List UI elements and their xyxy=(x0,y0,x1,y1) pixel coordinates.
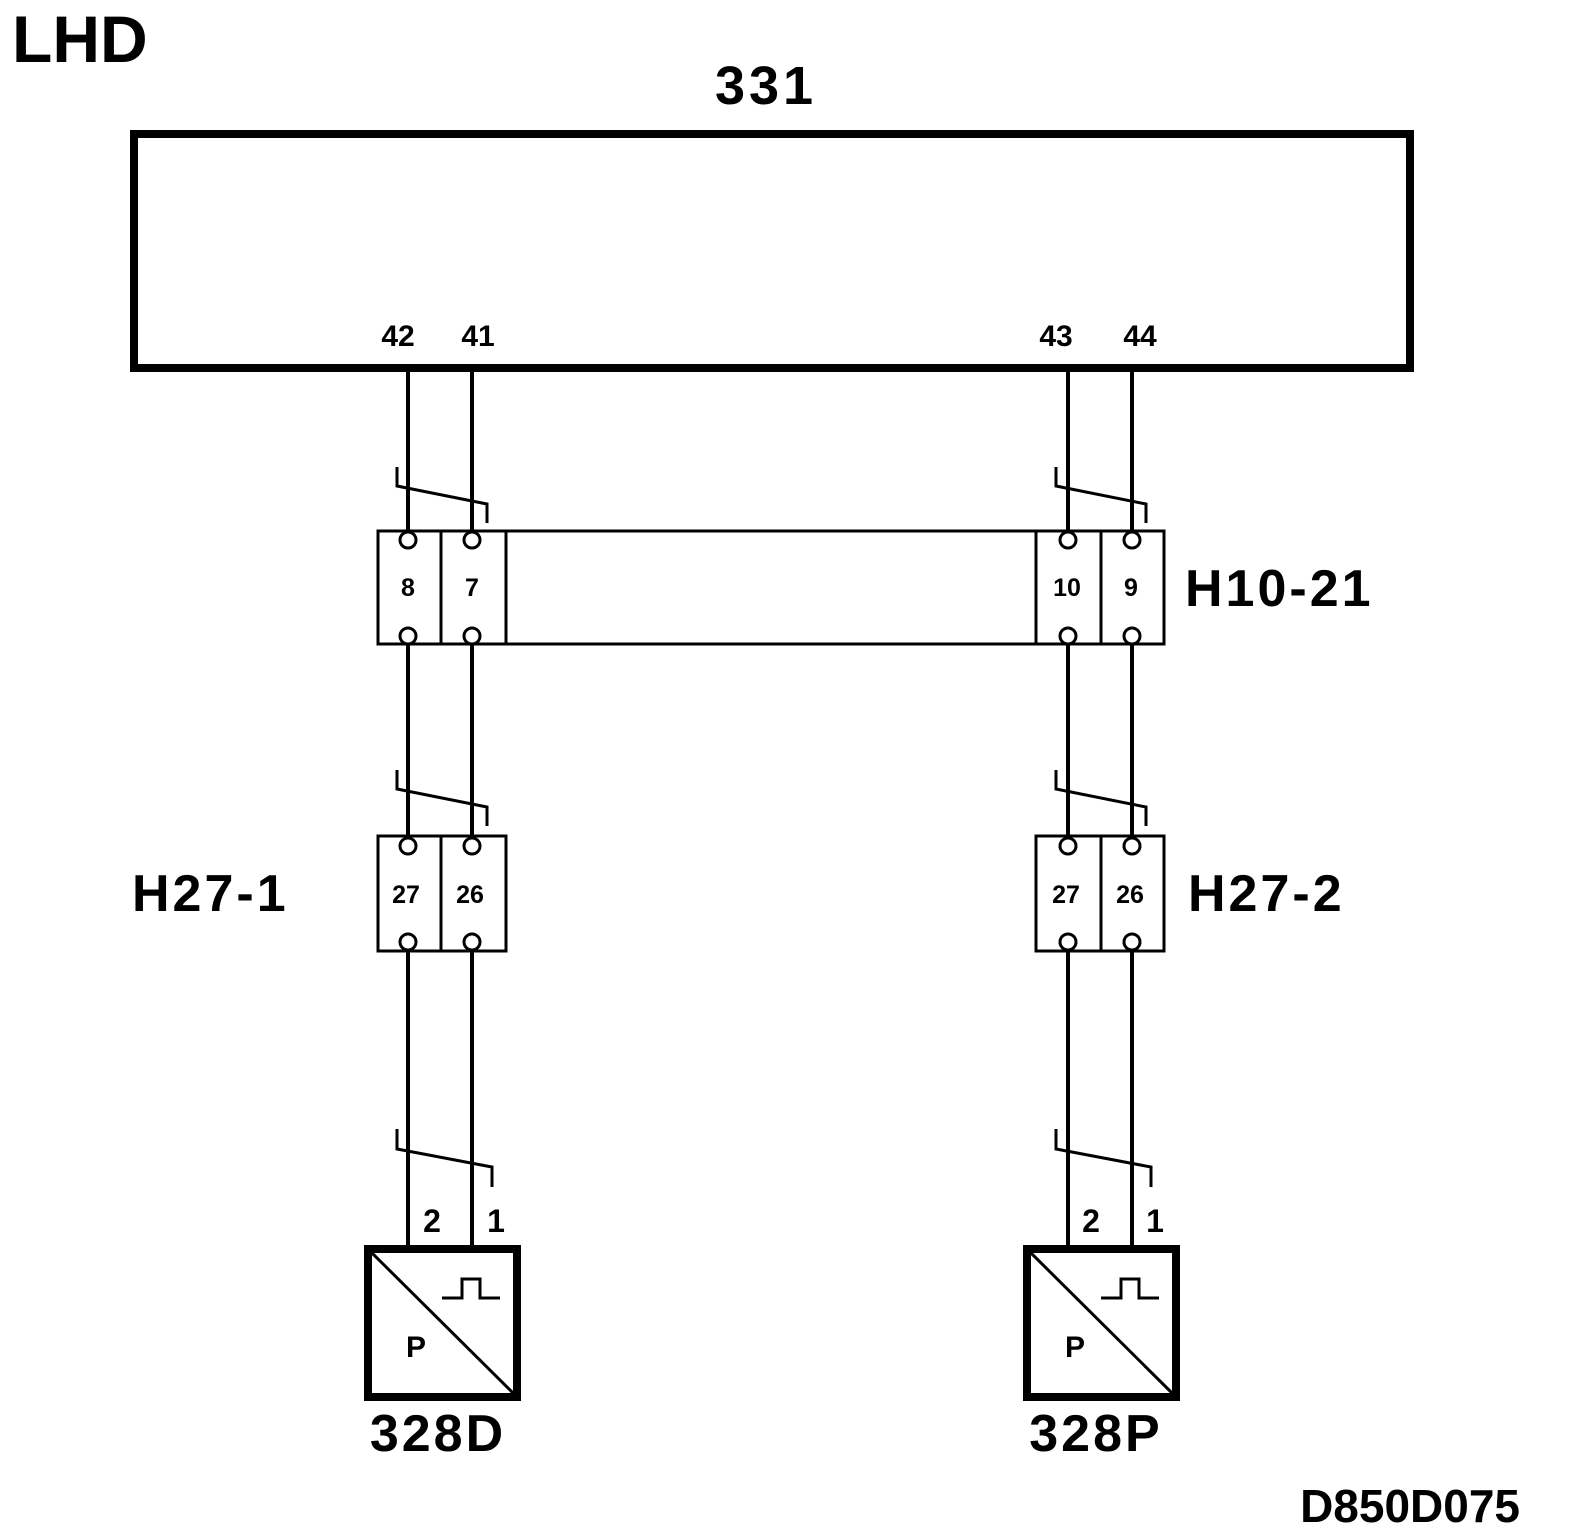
328d-symbol-letter: P xyxy=(406,1331,426,1364)
twisted-pair-marker-right-1 xyxy=(1054,467,1148,523)
pulse-signal-icon xyxy=(442,1277,500,1300)
left-wire-pair xyxy=(406,370,474,1247)
328p-symbol-letter: P xyxy=(1065,1331,1085,1364)
connector-h10-21 xyxy=(376,529,1166,646)
328p-pin-1: 1 xyxy=(1146,1203,1164,1239)
connector-h27-2 xyxy=(1034,834,1166,953)
twisted-pair-marker-right-3 xyxy=(1054,1129,1153,1187)
h27-1-label: H27-1 xyxy=(132,865,289,923)
control-unit-pin-42: 42 xyxy=(381,320,414,353)
sensor-328d xyxy=(364,1245,521,1401)
h27-1-pin-27: 27 xyxy=(392,881,420,909)
h10-21-label: H10-21 xyxy=(1185,560,1374,618)
h10-21-pin-7: 7 xyxy=(465,574,479,602)
connector-h27-1 xyxy=(376,834,508,953)
twisted-pair-marker-left-3 xyxy=(395,1129,494,1187)
h10-21-pin-10: 10 xyxy=(1053,574,1081,602)
twisted-pair-marker-right-2 xyxy=(1054,770,1148,826)
figure-code: D850D075 xyxy=(1300,1480,1520,1532)
h10-21-pin-8: 8 xyxy=(401,574,415,602)
328d-pin-2: 2 xyxy=(423,1203,441,1239)
right-wire-pair xyxy=(1066,370,1134,1247)
328d-pin-1: 1 xyxy=(487,1203,505,1239)
sensor-328p xyxy=(1023,1245,1180,1401)
diagram-title: LHD xyxy=(12,2,148,76)
h10-21-pin-9: 9 xyxy=(1124,574,1138,602)
control-unit-box xyxy=(130,130,1414,372)
h27-1-pin-26: 26 xyxy=(456,881,484,909)
h27-2-pin-27: 27 xyxy=(1052,881,1080,909)
328p-pin-2: 2 xyxy=(1082,1203,1100,1239)
control-unit-label: 331 xyxy=(715,56,817,116)
twisted-pair-marker-left-1 xyxy=(395,467,489,523)
h27-2-label: H27-2 xyxy=(1188,865,1345,923)
328p-label: 328P xyxy=(1029,1405,1162,1463)
twisted-pair-marker-left-2 xyxy=(395,770,489,826)
pulse-signal-icon xyxy=(1101,1277,1159,1300)
control-unit-pin-43: 43 xyxy=(1039,320,1072,353)
control-unit-pin-41: 41 xyxy=(461,320,494,353)
h27-2-pin-26: 26 xyxy=(1116,881,1144,909)
328d-label: 328D xyxy=(370,1405,506,1463)
control-unit-pin-44: 44 xyxy=(1123,320,1157,353)
